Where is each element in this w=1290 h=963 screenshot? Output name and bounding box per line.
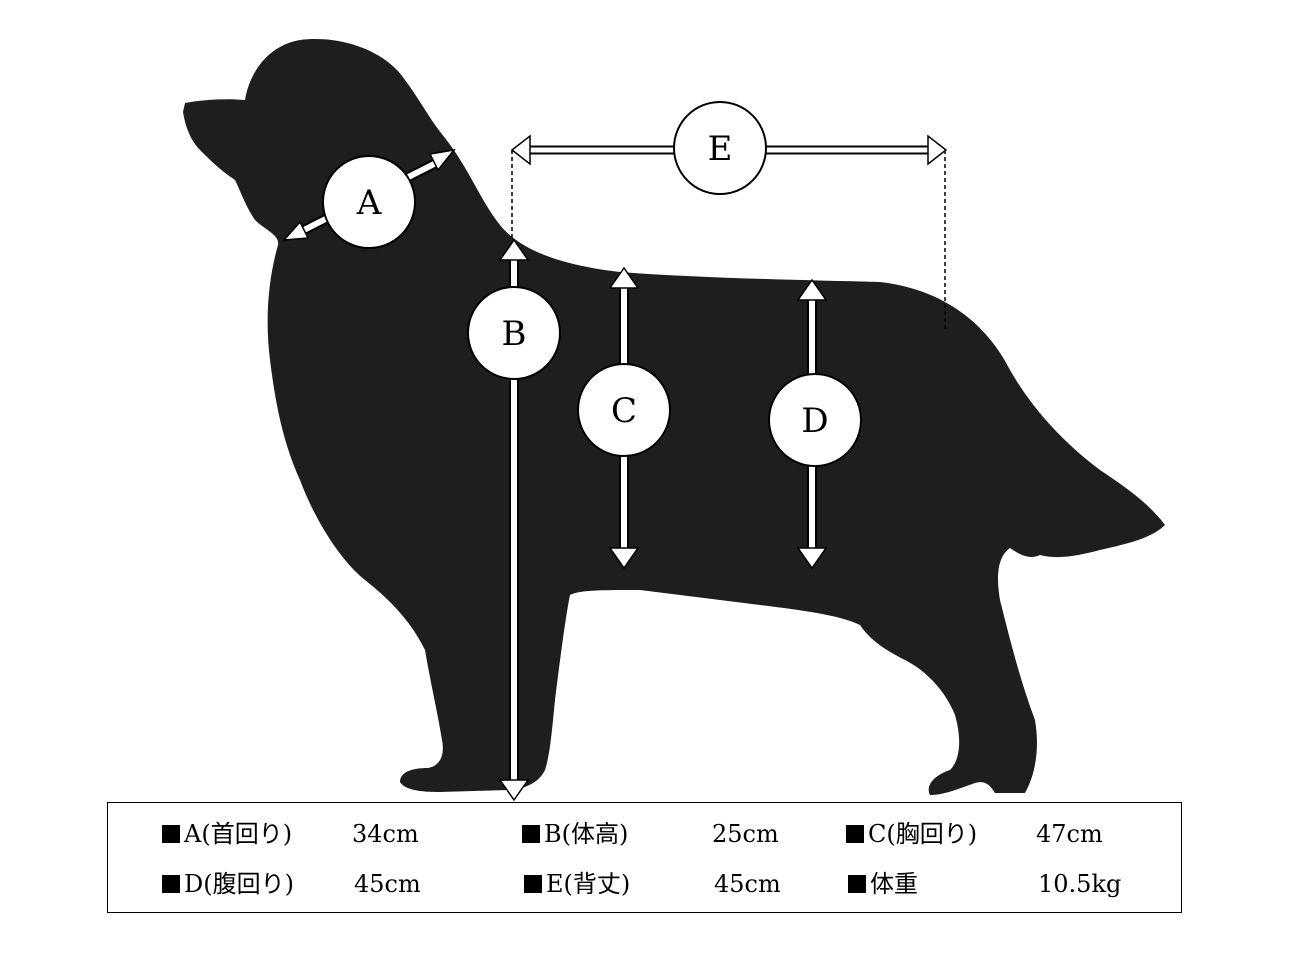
measurement-d: D(腹回り) 45cm [162, 869, 421, 899]
marker-b-label: B [502, 314, 527, 354]
marker-b: B [467, 286, 561, 380]
measurement-b-label: B(体高) [544, 820, 629, 848]
measurement-b: B(体高) 25cm [522, 819, 779, 849]
measurement-e-label: E(背丈) [546, 870, 631, 898]
marker-a-label: A [356, 183, 382, 223]
square-bullet-icon [848, 875, 866, 893]
marker-c-label: C [611, 391, 637, 431]
measurement-b-value: 25cm [712, 820, 779, 848]
measurement-c: C(胸回り) 47cm [846, 819, 1103, 849]
marker-c: C [577, 363, 671, 457]
measurement-d-value: 45cm [354, 870, 421, 898]
marker-d-label: D [801, 401, 828, 441]
measurement-d-label: D(腹回り) [184, 870, 294, 898]
measurement-weight-value: 10.5kg [1038, 870, 1122, 898]
measurement-a-value: 34cm [352, 820, 419, 848]
square-bullet-icon [162, 825, 180, 843]
square-bullet-icon [522, 825, 540, 843]
square-bullet-icon [162, 875, 180, 893]
measurement-e: E(背丈) 45cm [524, 869, 781, 899]
marker-e-label: E [708, 129, 733, 169]
dog-silhouette [183, 39, 1165, 796]
measurement-a-label: A(首回り) [184, 820, 293, 848]
measurement-e-value: 45cm [714, 870, 781, 898]
square-bullet-icon [524, 875, 542, 893]
measurement-a: A(首回り) 34cm [162, 819, 419, 849]
measurement-c-value: 47cm [1036, 820, 1103, 848]
square-bullet-icon [846, 825, 864, 843]
marker-e: E [673, 101, 767, 195]
measurement-c-label: C(胸回り) [868, 820, 978, 848]
marker-a: A [322, 155, 416, 249]
marker-d: D [768, 373, 862, 467]
measurement-weight: 体重 10.5kg [848, 869, 1121, 899]
measurement-weight-label: 体重 [870, 870, 918, 898]
measurements-box: A(首回り) 34cm B(体高) 25cm C(胸回り) 47cm D(腹回り… [107, 802, 1182, 913]
